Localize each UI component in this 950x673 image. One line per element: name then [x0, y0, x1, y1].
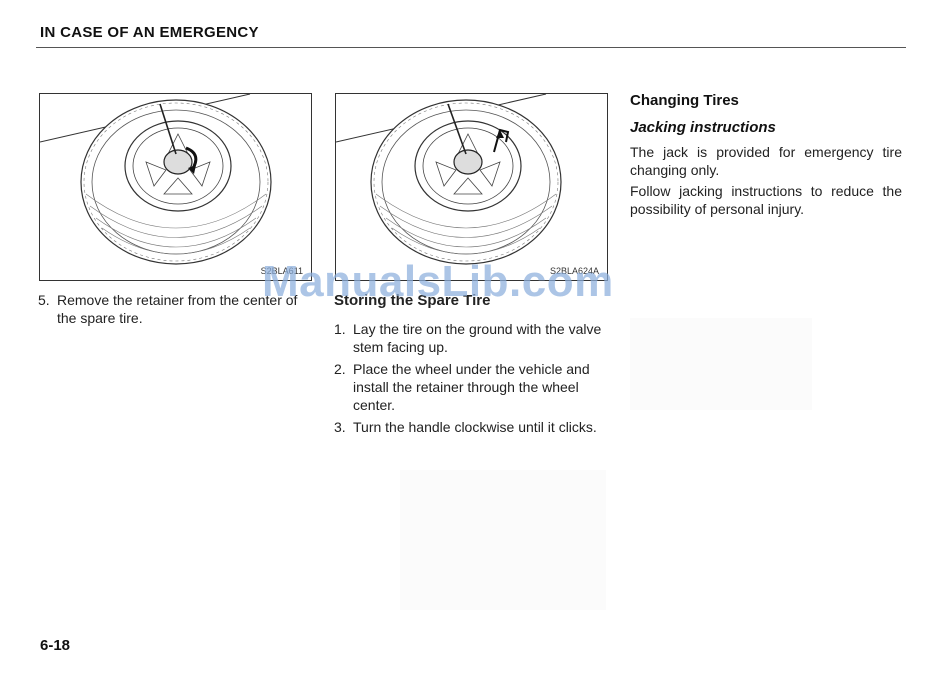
- step-text: Lay the tire on the ground with the valv…: [353, 321, 602, 355]
- step-number: 3.: [334, 419, 346, 435]
- spare-tire-illustration-1: [40, 94, 272, 265]
- step-number: 5.: [38, 292, 50, 308]
- step-text: Place the wheel under the vehicle and in…: [353, 361, 590, 413]
- section-title-storing-spare: Storing the Spare Tire: [334, 292, 491, 309]
- jacking-instructions-subheading: Jacking instructions: [630, 119, 776, 136]
- figure-remove-retainer: S2BLA611: [39, 93, 312, 281]
- page-number: 6-18: [40, 637, 71, 654]
- step-number: 1.: [334, 321, 346, 337]
- blank-area: [630, 318, 812, 410]
- figure-code: S2BLA611: [258, 266, 305, 276]
- step-3: 3. Turn the handle clockwise until it cl…: [334, 418, 606, 436]
- paragraph-jack-purpose: The jack is provided for emergency tire …: [630, 144, 902, 178]
- step-2: 2. Place the wheel under the vehicle and…: [334, 360, 606, 414]
- step-text: Turn the handle clockwise until it click…: [353, 419, 597, 435]
- step-text: Remove the retainer from the center of t…: [57, 292, 298, 326]
- paragraph-jacking-safety: Follow jacking instructions to reduce th…: [630, 183, 902, 217]
- figure-store-spare-tire: S2BLA624A: [335, 93, 608, 281]
- figure-code: S2BLA624A: [547, 266, 601, 276]
- blank-area: [400, 470, 606, 610]
- step-number: 2.: [334, 361, 346, 377]
- spare-tire-illustration-2: [336, 94, 562, 265]
- watermark-text: ManualsLib.com: [262, 257, 614, 306]
- step-1: 1. Lay the tire on the ground with the v…: [334, 320, 606, 356]
- page-header-title: IN CASE OF AN EMERGENCY: [40, 24, 259, 41]
- header-divider: [36, 47, 906, 48]
- changing-tires-heading: Changing Tires: [630, 92, 739, 109]
- step-5: 5. Remove the retainer from the center o…: [38, 291, 300, 327]
